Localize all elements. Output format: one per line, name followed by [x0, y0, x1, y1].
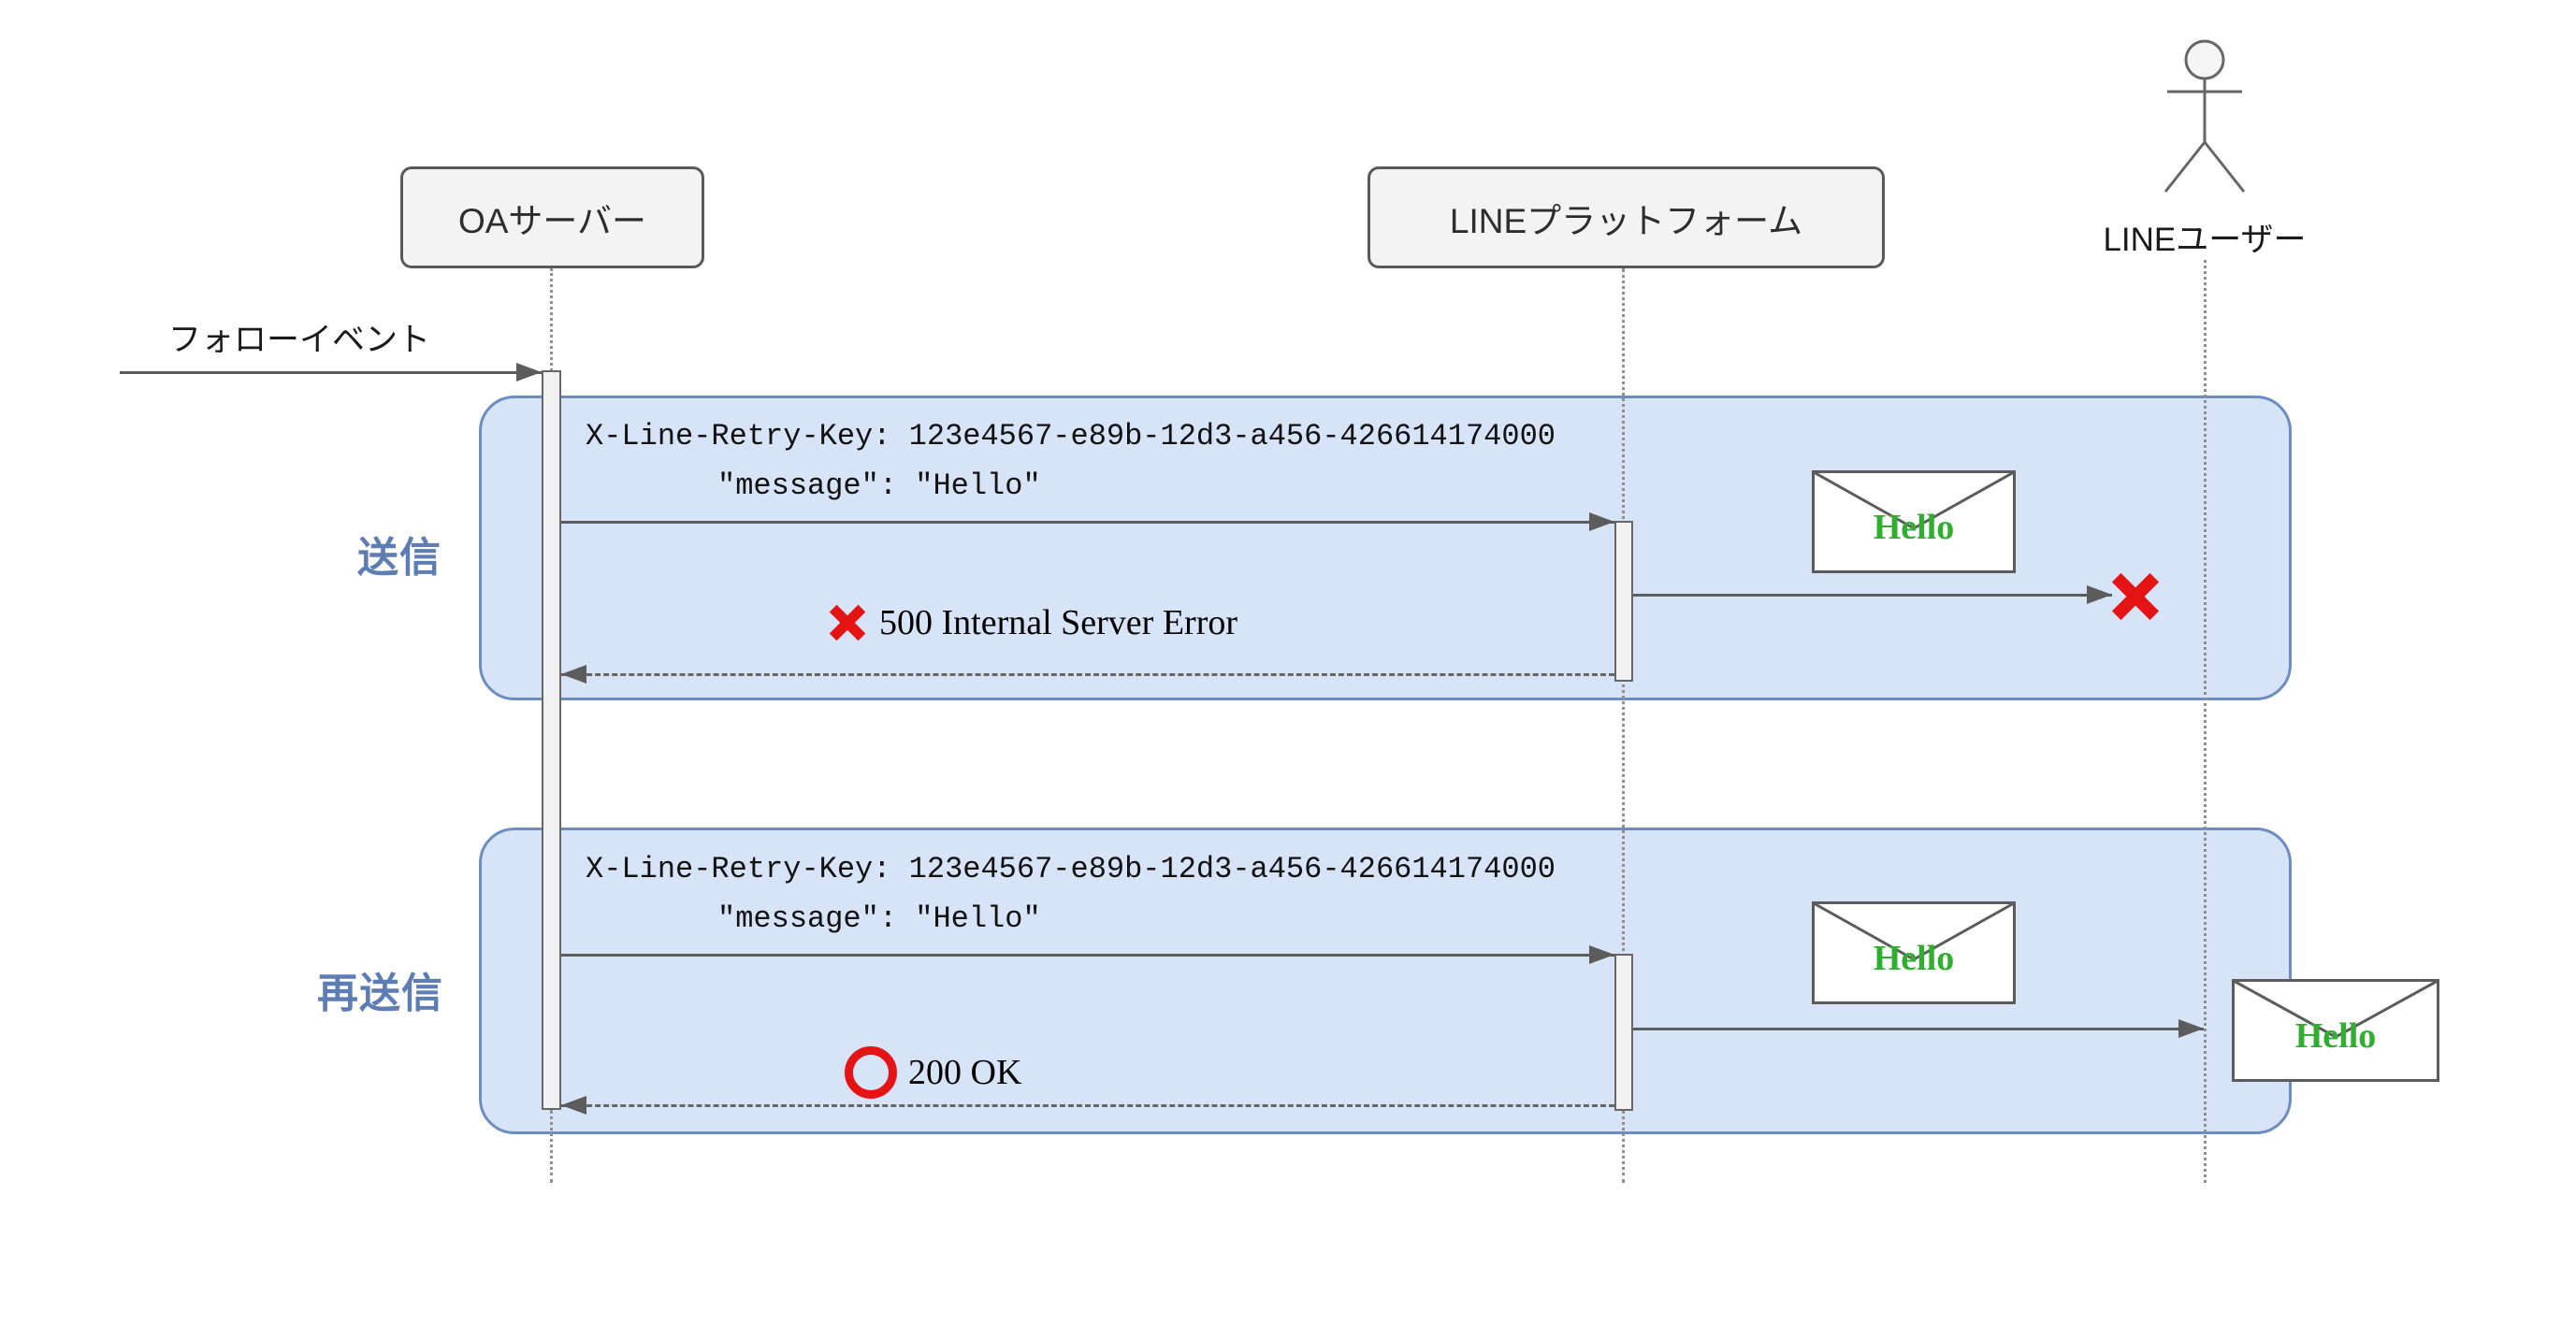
participant-oa-server-label: OAサーバー [457, 201, 647, 240]
resend-response-text: 200 OK [908, 1053, 1022, 1092]
participant-line-platform-label: LINEプラットフォーム [1449, 201, 1803, 240]
envelope-icon: Hello [2232, 979, 2439, 1082]
participant-line-user-label: LINEユーザー [2103, 222, 2307, 258]
follow-event-label: フォローイベント [167, 322, 430, 358]
send-response-label: 500 Internal Server Error [827, 602, 1237, 643]
arrowhead-right-icon [2087, 585, 2112, 604]
send-message-line: "message": "Hello" [717, 468, 1041, 503]
ok-circle-icon [845, 1046, 897, 1099]
cross-mark-icon [829, 604, 866, 641]
envelope-message-text: Hello [1874, 508, 1955, 547]
resend-message-line: "message": "Hello" [717, 901, 1041, 936]
fragment-resend-label: 再送信 [317, 971, 443, 1016]
arrowhead-right-icon [516, 363, 542, 382]
lifeline-oa-server [550, 268, 553, 371]
actor-icon [2164, 39, 2246, 193]
envelope-icon: Hello [1812, 901, 2016, 1004]
resend-response-arrow [561, 1096, 1614, 1115]
activation-oa-server [542, 370, 561, 1110]
lifeline-line-platform [1622, 268, 1625, 1183]
lifeline-line-user [2204, 260, 2207, 1183]
resend-retry-key-line: X-Line-Retry-Key: 123e4567-e89b-12d3-a45… [586, 852, 1556, 886]
resend-deliver-arrow [1633, 1019, 2204, 1038]
arrowhead-right-icon [1589, 945, 1614, 964]
cross-mark-icon [2111, 572, 2160, 621]
arrowhead-right-icon [2178, 1019, 2204, 1038]
resend-response-label: 200 OK [845, 1046, 1021, 1099]
activation-line-platform-2 [1614, 954, 1633, 1111]
arrowhead-left-icon [561, 1096, 586, 1115]
participant-line-platform: LINEプラットフォーム [1368, 166, 1885, 268]
resend-request-arrow [561, 945, 1614, 964]
envelope-message-text: Hello [1874, 939, 1955, 978]
participant-oa-server: OAサーバー [400, 166, 704, 268]
envelope-icon: Hello [1812, 470, 2016, 573]
lifeline-oa-server-bottom [550, 1110, 553, 1183]
send-retry-key-line: X-Line-Retry-Key: 123e4567-e89b-12d3-a45… [586, 419, 1556, 454]
send-response-arrow [561, 665, 1614, 684]
fragment-send-label: 送信 [357, 535, 441, 581]
arrowhead-left-icon [561, 665, 586, 684]
arrowhead-right-icon [1589, 512, 1614, 531]
follow-event-arrow [120, 363, 542, 382]
envelope-message-text: Hello [2295, 1016, 2377, 1056]
send-deliver-arrow [1633, 585, 2112, 604]
send-request-arrow [561, 512, 1614, 531]
activation-line-platform-1 [1614, 521, 1633, 682]
send-response-text: 500 Internal Server Error [879, 603, 1238, 642]
